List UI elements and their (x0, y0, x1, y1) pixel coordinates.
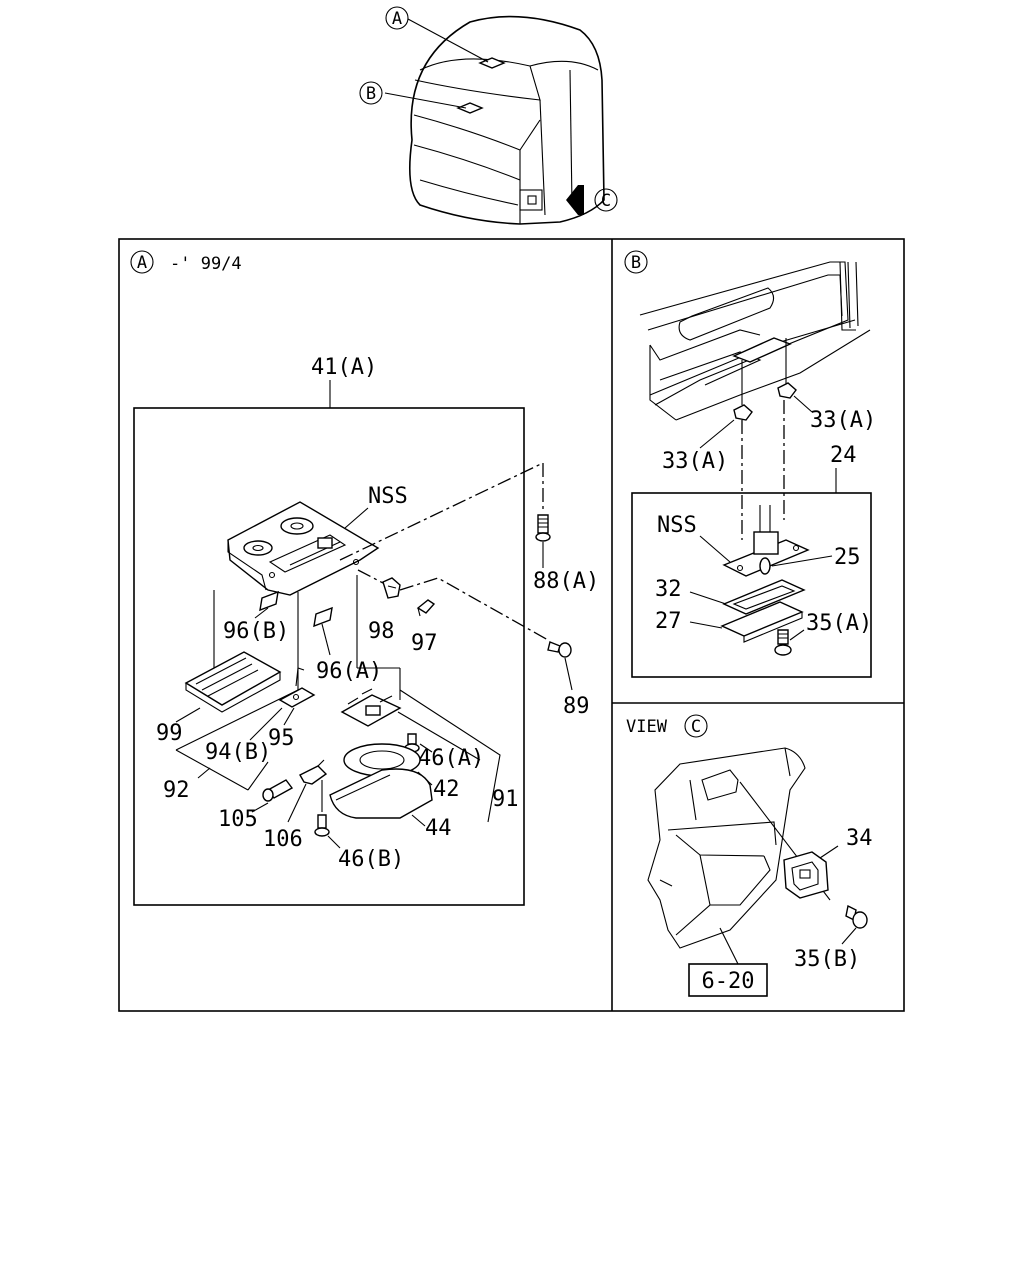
label-91: 91 (492, 787, 519, 812)
ref-box-frame (688, 963, 768, 997)
panel-c: VIEW C 34 35(B) (626, 714, 873, 997)
label-89: 89 (563, 694, 590, 719)
label-95: 95 (268, 726, 295, 751)
screw-46b (314, 814, 330, 837)
label-nss-b: NSS (657, 513, 697, 538)
assembly-label: 41(A) (311, 355, 377, 380)
label-33a-right: 33(A) (810, 408, 876, 433)
svg-text:B: B (631, 253, 641, 273)
svg-text:C: C (691, 717, 701, 737)
panel-b-marker: B (624, 250, 648, 274)
label-94b: 94(B) (205, 740, 271, 765)
assembly-box-24 (631, 492, 872, 678)
label-105: 105 (218, 807, 258, 832)
bulb-25 (759, 557, 771, 575)
panel-a-marker: A (130, 250, 154, 274)
clip-33a-right (777, 382, 797, 399)
cab-overview (384, 15, 605, 225)
panel-a: A -' 99/4 41(A) NSS 88( (130, 250, 599, 906)
ref-box-label: 6-20 (702, 969, 755, 994)
label-99: 99 (156, 721, 183, 746)
svg-text:B: B (366, 84, 376, 104)
roof-panel (639, 261, 871, 421)
assembly-box (133, 407, 525, 906)
lamp-34 (783, 851, 829, 899)
panel-b: B 33(A) 33(A) 24 (624, 250, 876, 678)
label-27: 27 (655, 609, 682, 634)
gasket-32 (722, 579, 806, 615)
label-35a: 35(A) (806, 611, 872, 636)
lamp-housing (227, 501, 380, 596)
switch-94b (278, 667, 316, 708)
bulb-105 (262, 779, 294, 802)
label-98: 98 (368, 619, 395, 644)
label-92: 92 (163, 778, 190, 803)
lens-cover-44 (329, 768, 433, 819)
label-nss-a: NSS (368, 484, 408, 509)
label-42: 42 (433, 777, 460, 802)
panel-c-marker: C (684, 714, 708, 738)
svg-text:A: A (137, 253, 147, 273)
label-24: 24 (830, 443, 857, 468)
clip-33a-left (733, 404, 753, 421)
label-46b: 46(B) (338, 847, 404, 872)
screw-35b (845, 904, 868, 929)
svg-text:A: A (392, 9, 402, 29)
label-106: 106 (263, 827, 303, 852)
label-34: 34 (846, 826, 873, 851)
label-96b: 96(B) (223, 619, 289, 644)
label-97: 97 (411, 631, 438, 656)
label-44: 44 (425, 816, 452, 841)
label-35b: 35(B) (794, 947, 860, 972)
label-33a-left: 33(A) (662, 449, 728, 474)
tape-96b (259, 590, 279, 612)
view-c-arrow: C (566, 185, 618, 215)
callout-a: A (385, 6, 409, 30)
label-88a: 88(A) (533, 569, 599, 594)
holder-106 (299, 759, 328, 785)
lens-27 (720, 601, 804, 643)
label-32: 32 (655, 577, 682, 602)
bracket-plate (340, 688, 402, 727)
clip-98 (382, 577, 401, 599)
label-46a: 46(A) (418, 746, 484, 771)
callout-b: B (359, 81, 383, 105)
tape-96a (313, 606, 333, 628)
clip-97 (416, 599, 436, 617)
svg-text:C: C (601, 191, 611, 211)
bumper-corner (647, 747, 806, 949)
label-25: 25 (834, 545, 861, 570)
view-label: VIEW (626, 717, 668, 737)
bolt-88a (535, 514, 551, 542)
label-96a: 96(A) (316, 659, 382, 684)
outer-frame (118, 238, 905, 1012)
screw-89 (547, 641, 572, 658)
screw-35a (774, 629, 792, 656)
panel-a-heading: -' 99/4 (170, 254, 242, 274)
lens-99 (184, 651, 282, 713)
